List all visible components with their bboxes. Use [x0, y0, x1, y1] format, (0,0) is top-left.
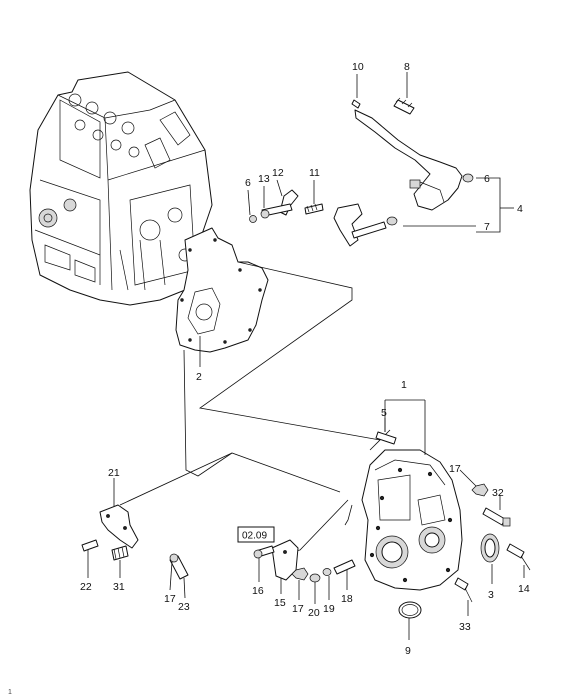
bolt-23 — [169, 553, 189, 580]
callout-17-right: 17 — [449, 463, 461, 475]
callout-11: 11 — [309, 167, 320, 179]
callout-19: 19 — [323, 603, 335, 615]
leader-lines — [87, 72, 525, 640]
timing-gear-case — [361, 449, 463, 591]
callout-14: 14 — [518, 583, 530, 595]
callout-13: 13 — [258, 173, 270, 185]
washer-19 — [322, 568, 332, 576]
callout-18: 18 — [341, 593, 353, 605]
o-ring — [398, 601, 422, 619]
bolt-22 — [81, 539, 99, 552]
callout-17-left: 17 — [164, 593, 176, 605]
bolt-32 — [482, 507, 511, 527]
callout-23: 23 — [178, 601, 190, 613]
engine-block — [29, 71, 213, 306]
callout-3: 3 — [488, 589, 494, 601]
callout-6-left: 6 — [245, 177, 251, 189]
callout-numbers: 10 8 6 4 7 6 13 12 11 2 1 5 17 32 14 3 3… — [80, 61, 530, 657]
bolt-16 — [253, 545, 275, 559]
callout-32: 32 — [492, 487, 504, 499]
callout-10: 10 — [352, 61, 364, 73]
callout-2: 2 — [196, 371, 202, 383]
callout-17-middle: 17 — [292, 603, 304, 615]
governor-lever-assembly — [351, 97, 474, 226]
callout-9: 9 — [405, 645, 411, 657]
callout-12: 12 — [272, 167, 284, 179]
reference-box[interactable]: 02.09 — [237, 526, 275, 543]
callout-7: 7 — [484, 221, 490, 233]
callout-31: 31 — [113, 581, 125, 593]
bolt-14 — [506, 543, 531, 571]
callout-22: 22 — [80, 581, 92, 593]
callout-5: 5 — [381, 407, 387, 419]
washer-20 — [309, 573, 321, 583]
bolt-33 — [454, 577, 473, 603]
stud-18 — [333, 559, 356, 575]
callout-20: 20 — [308, 607, 320, 619]
callout-8: 8 — [404, 61, 410, 73]
callout-33: 33 — [459, 621, 471, 633]
corner-mark: 1 — [8, 689, 12, 696]
bracket-21 — [99, 504, 139, 549]
governor-shaft-parts — [249, 189, 387, 247]
reference-text: 02.09 — [242, 531, 267, 542]
callout-1: 1 — [401, 379, 407, 391]
nut-17-lower — [291, 567, 309, 581]
gasket — [175, 227, 269, 353]
nut-17 — [471, 483, 489, 497]
oil-seal — [480, 533, 500, 563]
dowel-pin — [375, 431, 397, 445]
callout-6-right: 6 — [484, 173, 490, 185]
callout-21: 21 — [108, 467, 120, 479]
callout-15: 15 — [274, 597, 286, 609]
callout-16: 16 — [252, 585, 264, 597]
callout-4: 4 — [517, 203, 523, 215]
spring-31 — [111, 545, 129, 561]
